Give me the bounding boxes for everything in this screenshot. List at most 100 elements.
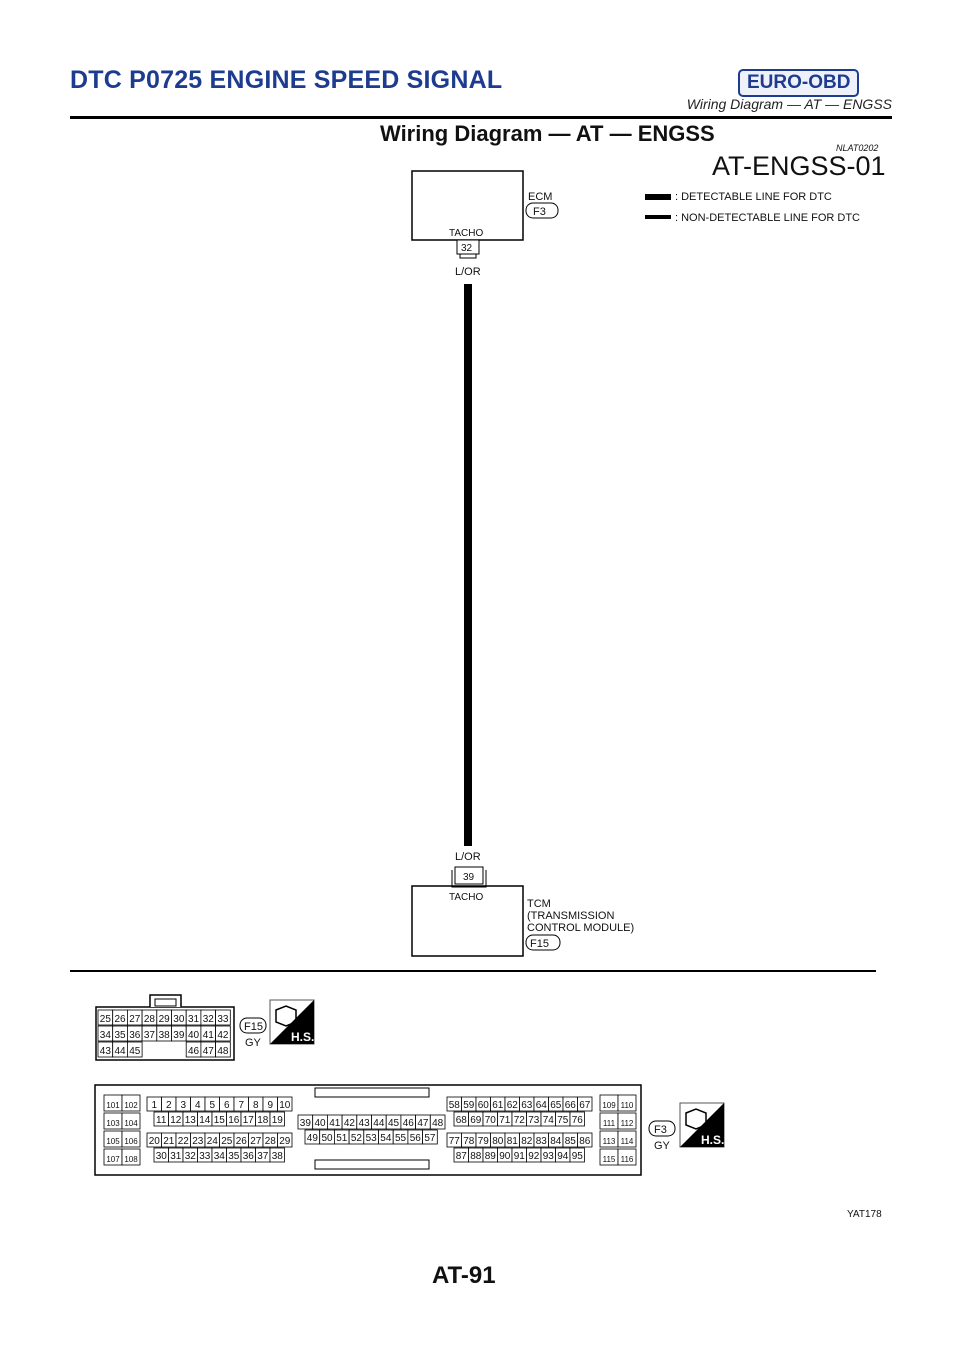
pin-number: 63 [521, 1100, 533, 1111]
f3-top-key [314, 1087, 430, 1098]
pin-cell [617, 1130, 637, 1148]
pin-number: 2 [166, 1100, 172, 1111]
pin-number: 41 [203, 1030, 215, 1041]
tcm-wire-color: L/OR [455, 851, 481, 863]
pin-number: 54 [380, 1133, 392, 1144]
section-code: NLAT0202 [836, 143, 879, 153]
pin-number: 38 [159, 1030, 171, 1041]
pin-number: 67 [579, 1100, 591, 1111]
pin-cell [121, 1094, 141, 1112]
f3-id-badge [648, 1120, 676, 1137]
pin-number: 46 [403, 1118, 415, 1129]
pin-number: 80 [492, 1136, 504, 1147]
pin-number: 86 [579, 1136, 591, 1147]
ecm-terminal-bracket [459, 254, 477, 259]
pin-number: 49 [307, 1133, 319, 1144]
pin-number: 92 [528, 1151, 540, 1162]
pin-number: 47 [417, 1118, 429, 1129]
pin-number: 31 [170, 1151, 182, 1162]
pin-number: 38 [272, 1151, 284, 1162]
pin-number: 46 [188, 1046, 200, 1057]
pin-number: 6 [224, 1100, 230, 1111]
pin-number: 29 [279, 1136, 291, 1147]
hs-text: H.S. [291, 1030, 314, 1044]
page-header-title: DTC P0725 ENGINE SPEED SIGNAL [70, 66, 503, 94]
ecm-terminal-number: 32 [461, 243, 473, 254]
pin-number: 77 [449, 1136, 461, 1147]
pin-cell [617, 1112, 637, 1130]
tcm-terminal-name: TACHO [449, 892, 483, 903]
pin-number: 70 [485, 1115, 497, 1126]
tcm-label: TCM [527, 898, 551, 910]
f15-id-badge [239, 1017, 267, 1034]
pin-number: 78 [463, 1136, 475, 1147]
pin-number: 115 [603, 1155, 616, 1164]
pin-number: 12 [170, 1115, 182, 1126]
pin-number: 4 [195, 1100, 201, 1111]
pin-number: 31 [188, 1014, 200, 1025]
pin-number: 37 [144, 1030, 156, 1041]
pin-number: 108 [124, 1155, 138, 1164]
detectable-line-sample [645, 194, 671, 200]
pin-number: 16 [228, 1115, 240, 1126]
ecm-connector-badge [525, 202, 559, 219]
pin-number: 32 [203, 1014, 215, 1025]
pin-cell [121, 1112, 141, 1130]
pin-number: 58 [449, 1100, 461, 1111]
connector-icon [275, 1005, 297, 1027]
pin-number: 83 [536, 1136, 548, 1147]
pin-number: 48 [432, 1118, 444, 1129]
tcm-terminal-number: 39 [463, 872, 475, 883]
pin-number: 90 [499, 1151, 511, 1162]
pin-number: 36 [129, 1030, 141, 1041]
pin-cell [617, 1094, 637, 1112]
hs-triangle [270, 1000, 314, 1044]
pin-number: 19 [272, 1115, 284, 1126]
pin-number: 17 [243, 1115, 255, 1126]
pin-number: 27 [250, 1136, 262, 1147]
pin-number: 14 [199, 1115, 211, 1126]
ecm-connector-id: F3 [533, 206, 546, 218]
pin-number: 103 [106, 1119, 120, 1128]
pin-number: 35 [114, 1030, 126, 1041]
pin-number: 45 [388, 1118, 400, 1129]
pin-number: 11 [156, 1115, 167, 1126]
pin-number: 94 [557, 1151, 569, 1162]
pin-number: 9 [267, 1100, 273, 1111]
pin-number: 79 [478, 1136, 490, 1147]
pin-cell [277, 1132, 293, 1148]
pin-number: 28 [144, 1014, 156, 1025]
pin-number: 26 [114, 1014, 126, 1025]
pin-number: 52 [351, 1133, 363, 1144]
ecm-wire-color: L/OR [455, 266, 481, 278]
pin-number: 30 [156, 1151, 168, 1162]
pin-cell [121, 1130, 141, 1148]
pin-number: 42 [344, 1118, 356, 1129]
tcm-connector-badge [525, 934, 561, 951]
f15-color: GY [245, 1037, 262, 1049]
pin-number: 60 [478, 1100, 490, 1111]
pin-number: 35 [228, 1151, 240, 1162]
f3-bottom-key [314, 1159, 430, 1170]
tcm-description-2: CONTROL MODULE) [527, 922, 634, 934]
pin-number: 75 [557, 1115, 569, 1126]
pin-number: 102 [124, 1101, 138, 1110]
pin-cell [569, 1147, 585, 1163]
pin-number: 61 [492, 1100, 504, 1111]
tcm-description-1: (TRANSMISSION [527, 910, 614, 922]
pin-number: 44 [373, 1118, 385, 1129]
ecm-terminal-name: TACHO [449, 228, 483, 239]
pin-number: 109 [602, 1101, 616, 1110]
hs-text: H.S. [701, 1133, 724, 1147]
f3-color: GY [654, 1140, 671, 1152]
pin-number: 32 [185, 1151, 197, 1162]
pin-number: 69 [470, 1115, 482, 1126]
pin-number: 20 [149, 1136, 161, 1147]
pin-number: 106 [124, 1137, 138, 1146]
pin-cell [269, 1147, 285, 1163]
pin-number: 116 [621, 1155, 634, 1164]
pin-number: 71 [499, 1115, 511, 1126]
